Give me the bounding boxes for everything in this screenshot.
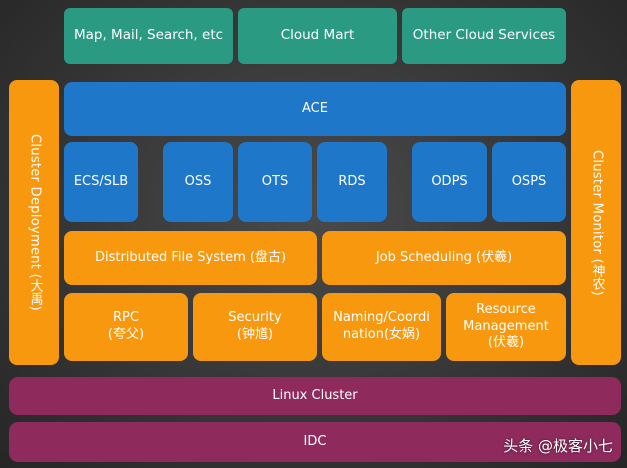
oss-box: OSS — [163, 142, 233, 222]
rpc-box: RPC (夸父) — [64, 293, 188, 361]
cluster-deployment-box: Cluster Deployment (大禹) — [9, 80, 59, 365]
ecs-slb-box: ECS/SLB — [64, 142, 138, 222]
security-box: Security (钟馗) — [193, 293, 317, 361]
ace-box: ACE — [64, 82, 566, 136]
idc-box: IDC — [9, 422, 621, 462]
cluster-monitor-box: Cluster Monitor (神农) — [571, 80, 621, 365]
cloud-mart-box: Cloud Mart — [238, 8, 397, 64]
distributed-file-system-box: Distributed File System (盘古) — [64, 231, 317, 285]
rds-box: RDS — [317, 142, 387, 222]
odps-box: ODPS — [412, 142, 487, 222]
ots-box: OTS — [238, 142, 312, 222]
watermark-text: 头条 @极客小七 — [503, 437, 613, 455]
resource-management-box: Resource Management (伏羲) — [446, 293, 566, 361]
osps-box: OSPS — [492, 142, 566, 222]
linux-cluster-box: Linux Cluster — [9, 377, 621, 415]
job-scheduling-box: Job Scheduling (伏羲) — [322, 231, 566, 285]
naming-coordination-box: Naming/Coordi nation(女娲) — [322, 293, 441, 361]
map-mail-search-box: Map, Mail, Search, etc — [64, 8, 233, 64]
other-cloud-services-box: Other Cloud Services — [402, 8, 566, 64]
